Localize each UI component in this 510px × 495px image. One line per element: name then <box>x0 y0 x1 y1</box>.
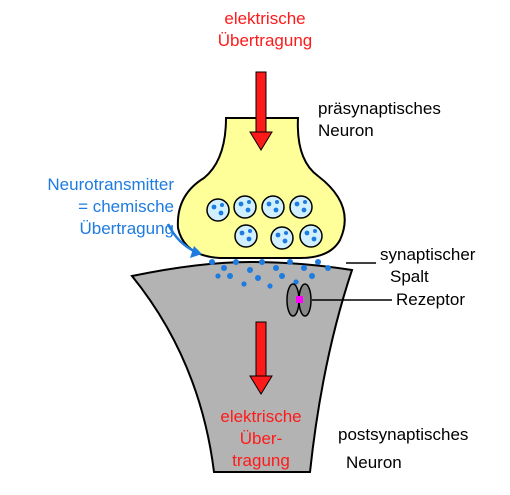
synaptic-cleft-line-2: Spalt <box>380 266 475 288</box>
bottom-electric-line-1: elektrische <box>196 406 326 428</box>
bottom-electric-line-2: Über- <box>196 428 326 450</box>
neurotransmitter-line-3: Übertragung <box>4 218 174 240</box>
receptor-label: Rezeptor <box>396 289 465 311</box>
bottom-electric-line-3: tragung <box>196 450 326 472</box>
synaptic-cleft-label: synaptischer Spalt <box>380 244 475 288</box>
vesicle <box>235 225 257 247</box>
top-red-arrow <box>250 72 272 150</box>
presynaptic-line-2: Neuron <box>318 120 441 142</box>
presynaptic-label: präsynaptisches Neuron <box>318 98 441 142</box>
presynaptic-line-1: präsynaptisches <box>318 98 441 120</box>
vesicle <box>300 225 322 247</box>
vesicle <box>262 196 284 218</box>
vesicle <box>234 196 256 218</box>
top-electric-label: elektrische Übertragung <box>200 8 330 52</box>
vesicle <box>207 199 229 221</box>
postsynaptic-line-1: postsynaptisches <box>338 424 468 446</box>
synaptic-cleft-line-1: synaptischer <box>380 244 475 266</box>
top-electric-line-1: elektrische <box>200 8 330 30</box>
postsynaptic-label: postsynaptisches Neuron <box>338 424 468 474</box>
neurotransmitter-label: Neurotransmitter = chemische Übertragung <box>4 174 174 240</box>
vesicle <box>271 227 293 249</box>
top-electric-line-2: Übertragung <box>200 30 330 52</box>
neurotransmitter-line-1: Neurotransmitter <box>4 174 174 196</box>
postsynaptic-line-2: Neuron <box>338 452 468 474</box>
neurotransmitter-line-2: = chemische <box>4 196 174 218</box>
vesicle <box>290 196 312 218</box>
bottom-electric-label: elektrische Über- tragung <box>196 406 326 472</box>
